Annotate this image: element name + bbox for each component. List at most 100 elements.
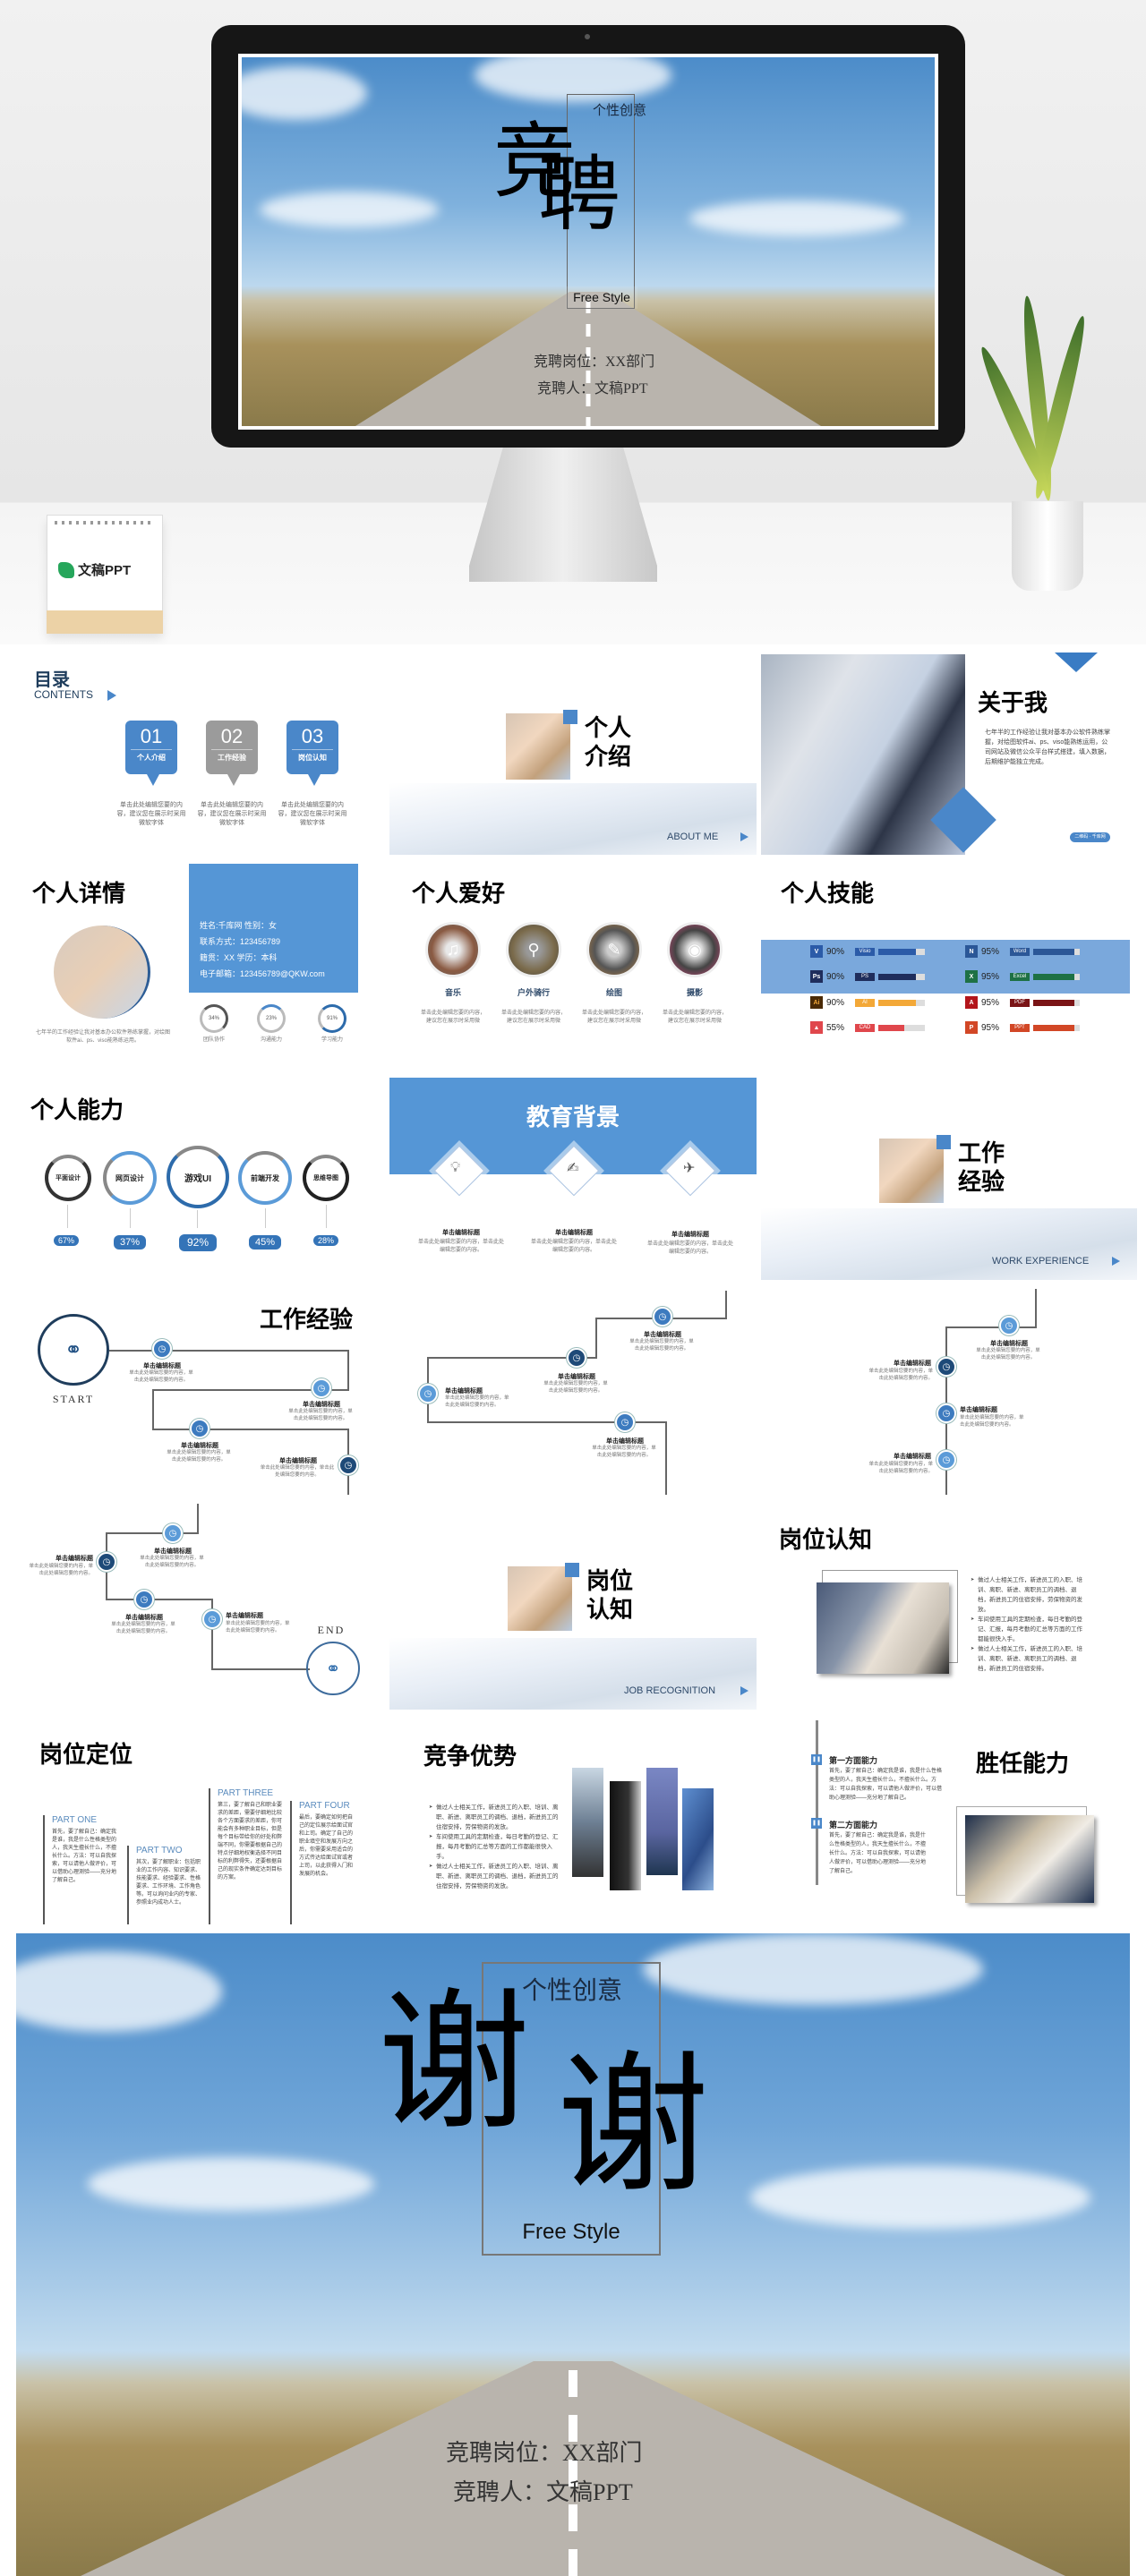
slide-section-about: 个人 介绍 ABOUT ME — [389, 649, 757, 855]
play-triangle-icon — [107, 690, 116, 701]
hero-title-char2: 聘 — [538, 147, 621, 243]
portrait-photo — [879, 1139, 944, 1203]
skill-excel: X 95% Excel — [965, 969, 1080, 984]
portrait-photo — [506, 713, 570, 780]
start-node: ⚭ — [38, 1314, 109, 1386]
details-title: 个人详情 — [32, 881, 126, 908]
contents-card-3[interactable]: 03 岗位认知 — [286, 721, 338, 774]
education-title: 教育背景 — [526, 1105, 620, 1131]
accent-square — [565, 1563, 579, 1577]
contents-subtitle: CONTENTS — [34, 688, 93, 701]
play-triangle-icon — [740, 1686, 748, 1695]
skill-word: N 95% Word — [965, 944, 1080, 959]
contents-title: 目录 — [34, 669, 70, 690]
hero-subtitle: Free Style — [566, 286, 637, 309]
skill-ppt: P 95% PPT — [965, 1020, 1080, 1035]
pause-marker-icon: ❚❚ — [811, 1818, 822, 1829]
pause-marker-icon: ❚❚ — [811, 1754, 822, 1765]
clock-icon[interactable]: ◷ — [999, 1316, 1019, 1335]
advantage-title: 竞争优势 — [423, 1744, 517, 1770]
slide-contents: 目录 CONTENTS 01 个人介绍 单击此处编辑您要的内容，建议您在展示时采… — [18, 649, 385, 855]
contents-card-1[interactable]: 01 个人介绍 — [125, 721, 177, 774]
section-caption: JOB RECOGNITION — [624, 1685, 716, 1696]
skill-pdf: A 95% PDF — [965, 995, 1080, 1010]
details-info-card: 姓名:千库网 性别：女 联系方式：123456789 籍贯：XX 学历：本科 电… — [189, 864, 358, 993]
accent-square — [563, 710, 577, 724]
building-photo-1 — [572, 1768, 603, 1877]
about-body: 七年半的工作经验让我对基本办公软件熟练掌握，对绘图软件ai、ps、viso能熟练… — [985, 729, 1110, 765]
ending-tagline: 个性创意 — [522, 1976, 623, 2004]
building-photo-3 — [646, 1768, 678, 1875]
play-triangle-icon — [740, 832, 748, 841]
monitor: 个性创意 竞 聘 Free Style 竞聘岗位：XX部门 竞聘人：文稿PPT — [211, 25, 965, 448]
camera-icon — [585, 34, 590, 39]
ability-ring-4: 前端开发 — [238, 1151, 292, 1205]
qr-button[interactable]: 二维码 · 千库网 — [1070, 832, 1110, 842]
ability-ring-1: 平面设计 — [45, 1155, 91, 1201]
slide-education: 教育背景 💡︎ 单击编辑标题 单击此处编辑您要的内容，单击此处编辑您要的内容。 … — [389, 1065, 757, 1271]
part-two: PART TWO 其次，要了解职业：包括职业的工作内容、知识要求、技能要求、经验… — [127, 1846, 202, 1924]
paper-plane-icon: ✈ — [683, 1161, 696, 1176]
abilities-title: 个人能力 — [30, 1097, 124, 1124]
slide-work-timeline-3: ◷ 单击编辑标题 单击此处编辑您要的内容，单击此处编辑您要的内容。 ◷ 单击编辑… — [761, 1289, 1137, 1495]
monitor-stand — [469, 448, 657, 582]
leaf-logo-icon — [58, 561, 74, 578]
part-four: PART FOUR 最后，要确定如何把自己的定位展示给面试官和上司。确定了自己的… — [290, 1801, 355, 1924]
clock-icon[interactable]: ◷ — [653, 1307, 672, 1326]
building-photo-2 — [610, 1781, 641, 1890]
clock-icon[interactable]: ◷ — [936, 1450, 956, 1470]
clock-icon[interactable]: ◷ — [152, 1339, 172, 1359]
clock-icon[interactable]: ◷ — [134, 1590, 154, 1609]
slide-advantage: 竞争优势 做过人士相关工作，新进员工的入职、培训、离职、新进、离职员工的调档、退… — [389, 1719, 757, 1929]
document-edit-icon: ✍ — [567, 1161, 579, 1176]
clock-icon[interactable]: ◷ — [202, 1609, 222, 1629]
clock-icon[interactable]: ◷ — [567, 1348, 586, 1368]
skill-visio: V 90% Visio — [810, 944, 925, 959]
contents-card-2[interactable]: 02 工作经验 — [206, 721, 258, 774]
monitor-screen: 个性创意 竞 聘 Free Style 竞聘岗位：XX部门 竞聘人：文稿PPT — [238, 54, 938, 430]
clock-icon[interactable]: ◷ — [615, 1412, 635, 1432]
meeting-photo — [817, 1582, 949, 1674]
section-caption: WORK EXPERIENCE — [992, 1256, 1090, 1267]
play-triangle-icon — [1112, 1257, 1120, 1266]
building-photo-4 — [682, 1788, 714, 1890]
clock-icon[interactable]: ◷ — [936, 1357, 956, 1377]
drawing-icon[interactable]: ✎ — [586, 922, 642, 977]
slide-skills: 个人技能 V 90% Visio N 95% Word Ps 90% PS X … — [761, 859, 1137, 1056]
ability-ring-2: 网页设计 — [103, 1151, 157, 1205]
hero-position: 竞聘岗位：XX部门 — [534, 354, 655, 370]
section-caption: ABOUT ME — [667, 832, 719, 842]
hero-person: 竞聘人：文稿PPT — [537, 381, 648, 397]
team-meeting-photo — [965, 1815, 1094, 1903]
skill-illustrator: Ai 90% AI — [810, 995, 925, 1010]
slide-work-timeline-4: ◷ 单击编辑标题 单击此处编辑您要的内容，单击此处编辑您要的内容。 ◷ 单击编辑… — [18, 1495, 385, 1714]
clock-icon[interactable]: ◷ — [418, 1384, 438, 1403]
ending-subtitle: Free Style — [522, 2220, 620, 2244]
wengao-logo: 文稿PPT — [58, 560, 131, 579]
part-one: PART ONE 首先，要了解自己：确定我是谁，我是什么性格类型的人，我天生擅长… — [43, 1815, 118, 1924]
slide-job-cognition: 岗位认知 做过人士相关工作，新进员工的入职、培训、离职、新进、离职员工的调档、退… — [761, 1504, 1137, 1710]
skill-cad: ▲ 55% CAD — [810, 1020, 925, 1035]
clock-icon[interactable]: ◷ — [936, 1403, 956, 1423]
ending-position: 竞聘岗位：XX部门 — [446, 2440, 643, 2466]
profile-photo — [54, 925, 150, 1019]
clock-icon[interactable]: ◷ — [338, 1455, 358, 1475]
hero-title-char1: 竞 — [493, 114, 577, 209]
ending-title-char2: 谢 — [557, 2037, 710, 2214]
clock-icon[interactable]: ◷ — [312, 1378, 331, 1398]
clock-icon[interactable]: ◷ — [163, 1523, 183, 1543]
camera-icon[interactable]: ◉ — [667, 922, 723, 977]
clock-icon[interactable]: ◷ — [97, 1552, 116, 1572]
music-icon[interactable]: ♫ — [425, 922, 481, 977]
bicycle-icon[interactable]: ⚲ — [506, 922, 561, 977]
end-node: ⚭ — [306, 1642, 360, 1695]
job-cognition-bullets: 做过人士相关工作，新进员工的入职、培训、离职、新进、离职员工的调档、退档，新进员… — [971, 1575, 1085, 1674]
clock-icon[interactable]: ◷ — [190, 1419, 210, 1438]
portrait-photo — [508, 1566, 572, 1631]
job-cognition-title: 岗位认知 — [779, 1527, 873, 1554]
ability-ring-5: 思维导图 — [303, 1155, 349, 1201]
slide-abilities: 个人能力 平面设计 67% 网页设计 37% 游戏UI 92% 前端开发 45%… — [18, 1065, 385, 1271]
hobbies-title: 个人爱好 — [412, 881, 506, 908]
plant-pot — [1012, 501, 1083, 591]
skills-title: 个人技能 — [781, 881, 875, 908]
